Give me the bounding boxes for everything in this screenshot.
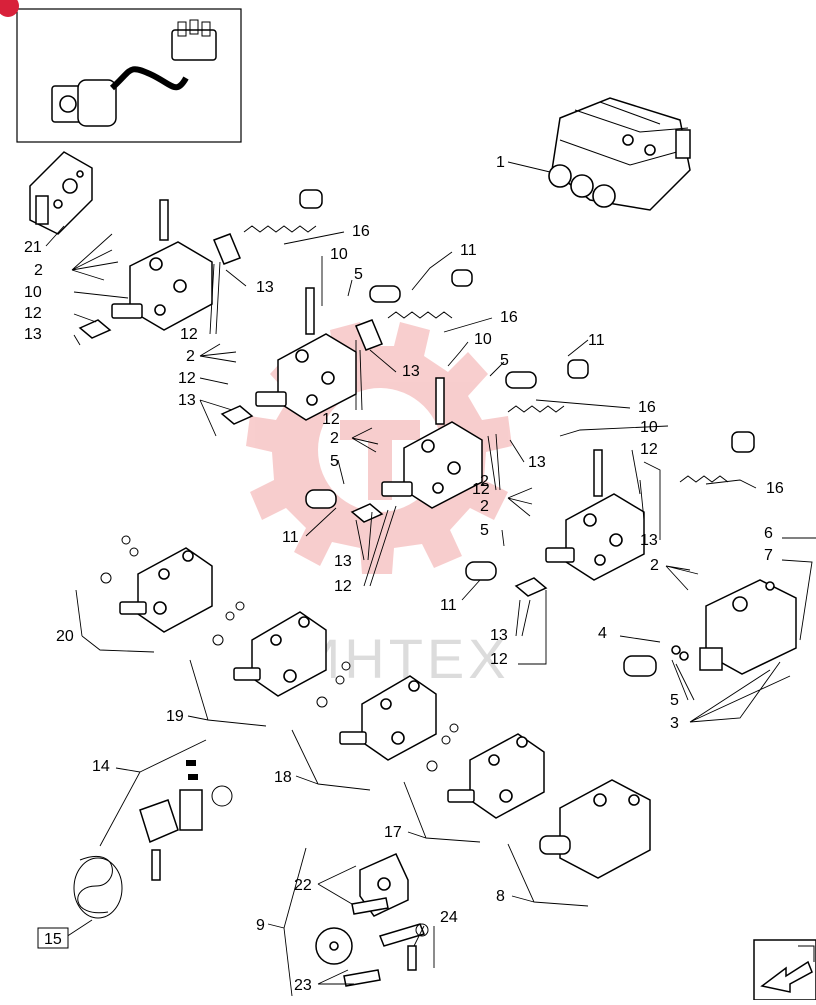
part-19-section xyxy=(212,601,327,697)
callout-2: 2 xyxy=(480,498,489,515)
callout-1: 1 xyxy=(496,154,505,171)
callout-13: 13 xyxy=(24,326,42,343)
callout-13: 13 xyxy=(256,279,274,296)
callout-16: 16 xyxy=(766,480,784,497)
section-body-3 xyxy=(381,377,483,509)
section-body-2 xyxy=(255,287,357,421)
callout-2: 2 xyxy=(186,348,195,365)
callout-15: 15 xyxy=(44,931,62,948)
callout-12: 12 xyxy=(24,305,42,322)
callout-12: 12 xyxy=(490,651,508,668)
callout-11: 11 xyxy=(440,597,457,614)
callout-16: 16 xyxy=(638,399,656,416)
section-body-4 xyxy=(545,449,645,581)
callout-18: 18 xyxy=(274,769,292,786)
callout-22: 22 xyxy=(294,877,312,894)
callout-20: 20 xyxy=(56,628,74,645)
callout-4: 4 xyxy=(598,625,607,642)
callout-13: 13 xyxy=(178,392,196,409)
callout-13: 13 xyxy=(528,454,546,471)
callout-5: 5 xyxy=(330,453,339,470)
leader-lines xyxy=(45,161,816,997)
callout-12: 12 xyxy=(640,441,658,458)
callout-5: 5 xyxy=(670,692,679,709)
callout-12: 12 xyxy=(178,370,196,387)
part-18-section xyxy=(316,661,437,761)
callout-5: 5 xyxy=(480,522,489,539)
part-inlet-section xyxy=(623,579,797,677)
callout-10: 10 xyxy=(330,246,348,263)
callout-12: 12 xyxy=(322,411,340,428)
callout-10: 10 xyxy=(640,419,658,436)
callout-5: 5 xyxy=(354,266,363,283)
callout-6: 6 xyxy=(764,525,773,542)
page-flip-arrow-icon[interactable] xyxy=(753,939,816,1001)
callout-13: 13 xyxy=(402,363,420,380)
callout-11: 11 xyxy=(282,529,299,546)
part-14-bracket xyxy=(139,760,233,881)
callout-17: 17 xyxy=(384,824,402,841)
inset-overview-box xyxy=(16,8,242,143)
callout-2: 2 xyxy=(480,473,489,490)
spring-assemblies xyxy=(243,189,755,483)
callout-2: 2 xyxy=(330,430,339,447)
callout-2: 2 xyxy=(34,262,43,279)
part-17-section xyxy=(426,723,545,819)
part-1-valve-assembly xyxy=(548,97,691,211)
part-8-section xyxy=(539,779,651,879)
callout-2: 2 xyxy=(650,557,659,574)
callout-13: 13 xyxy=(640,532,658,549)
callout-15-box xyxy=(37,927,69,949)
relief-plugs xyxy=(305,285,537,581)
callout-10: 10 xyxy=(24,284,42,301)
part-21-end-plate xyxy=(29,151,93,235)
callout-7: 7 xyxy=(764,547,773,564)
callout-8: 8 xyxy=(496,888,505,905)
callout-12: 12 xyxy=(472,481,490,498)
callout-11: 11 xyxy=(460,242,477,259)
callout-3: 3 xyxy=(670,715,679,732)
callout-10: 10 xyxy=(474,331,492,348)
callout-9: 9 xyxy=(256,917,265,934)
callout-14: 14 xyxy=(92,758,110,775)
callout-5: 5 xyxy=(500,352,509,369)
part-20-section xyxy=(100,535,213,633)
callout-19: 19 xyxy=(166,708,184,725)
callout-23: 23 xyxy=(294,977,312,994)
callout-16: 16 xyxy=(352,223,370,240)
callout-13: 13 xyxy=(334,553,352,570)
part-15-pouch xyxy=(73,855,123,919)
callout-11: 11 xyxy=(588,332,605,349)
callout-24: 24 xyxy=(440,909,458,926)
callout-21: 21 xyxy=(24,239,42,256)
section-body-1 xyxy=(111,199,213,331)
cover-plates xyxy=(78,233,548,597)
callout-labels: 1 21 2 10 12 13 12 13 16 10 5 11 2 12 13… xyxy=(24,154,784,994)
callout-12: 12 xyxy=(334,578,352,595)
callout-16: 16 xyxy=(500,309,518,326)
part-9-linkage xyxy=(315,853,429,987)
callout-12: 12 xyxy=(180,326,198,343)
callout-13: 13 xyxy=(490,627,508,644)
red-circle-badge-icon xyxy=(0,0,19,17)
